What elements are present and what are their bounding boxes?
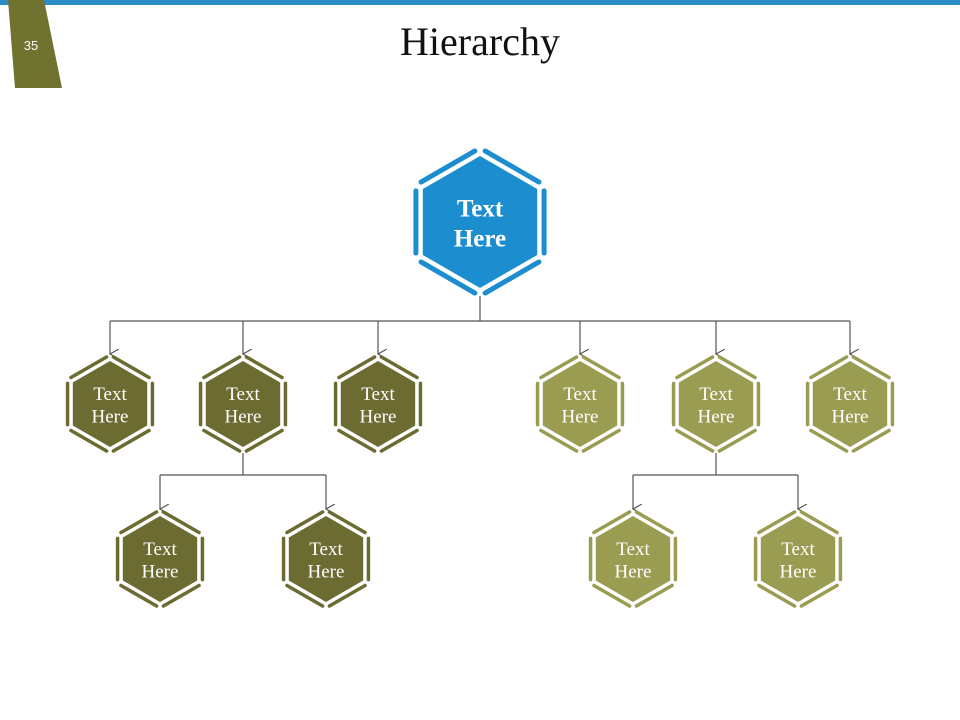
hexagon-ring-segment	[161, 583, 201, 608]
hexagon-ring-segment	[327, 510, 367, 535]
node-label-line2: Here	[360, 407, 397, 428]
hexagon-shape	[595, 516, 671, 602]
hexagon-shape	[812, 361, 888, 447]
node-label-line2: Here	[615, 562, 652, 583]
node-label-line1: Text	[361, 384, 395, 405]
hexagon-ring-segment	[418, 259, 478, 296]
node-group: TextHereTextHereTextHereTextHereTextHere…	[65, 148, 895, 608]
hexagon-shape	[72, 361, 148, 447]
hexagon-ring-segment	[244, 428, 284, 453]
node-label-line1: Text	[226, 384, 260, 405]
hexagon-ring-segment	[119, 510, 159, 535]
hexagon-ring-segment	[69, 428, 109, 453]
hexagon-ring-segment	[244, 355, 284, 380]
hexagon-ring-segment	[327, 583, 367, 608]
hexagon-shape	[542, 361, 618, 447]
hexagon-shape	[422, 156, 538, 288]
hexagon-ring-segment	[809, 355, 849, 380]
hexagon-ring-segment	[111, 355, 151, 380]
slide-number: 35	[23, 38, 39, 53]
node-label-line1: Text	[563, 384, 597, 405]
node-label-line1: Text	[309, 539, 343, 560]
hexagon-ring-segment	[757, 510, 797, 535]
hexagon-ring-segment	[111, 428, 151, 453]
hexagon-ring-segment	[581, 428, 621, 453]
hexagon-ring-segment	[675, 428, 715, 453]
hexagon-ring-segment	[799, 583, 839, 608]
node-label-line2: Here	[780, 562, 817, 583]
hexagon-ring-segment	[539, 428, 579, 453]
node-label-line2: Here	[698, 407, 735, 428]
hexagon-ring-segment	[285, 510, 325, 535]
hexagon-shape	[678, 361, 754, 447]
hexagon-ring-segment	[337, 355, 377, 380]
node-label-line2: Here	[832, 407, 869, 428]
hexagon-ring-segment	[581, 355, 621, 380]
hexagon-ring-segment	[285, 583, 325, 608]
hexagon-ring-segment	[799, 510, 839, 535]
hexagon-ring-segment	[592, 510, 632, 535]
node-label-line2: Here	[454, 226, 506, 253]
hexagon-shape	[205, 361, 281, 447]
hexagon-shape	[122, 516, 198, 602]
hexagon-ring-segment	[717, 428, 757, 453]
node-label-line1: Text	[699, 384, 733, 405]
hexagon-ring-segment	[337, 428, 377, 453]
node-label-line2: Here	[142, 562, 179, 583]
hexagon-shape	[288, 516, 364, 602]
hexagon-ring-segment	[634, 510, 674, 535]
hexagon-ring-segment	[202, 428, 242, 453]
hexagon-ring-segment	[757, 583, 797, 608]
slide-title: Hierarchy	[400, 19, 560, 64]
hexagon-ring-segment	[379, 355, 419, 380]
hexagon-ring-segment	[539, 355, 579, 380]
hexagon-ring-segment	[418, 148, 478, 185]
hexagon-ring-segment	[69, 355, 109, 380]
hexagon-ring-segment	[161, 510, 201, 535]
hexagon-ring-segment	[482, 259, 542, 296]
node-label-line2: Here	[92, 407, 129, 428]
node-label-line1: Text	[781, 539, 815, 560]
hexagon-shape	[760, 516, 836, 602]
hexagon-ring-segment	[809, 428, 849, 453]
hexagon-shape	[340, 361, 416, 447]
node-label-line1: Text	[143, 539, 177, 560]
node-label-line2: Here	[225, 407, 262, 428]
hexagon-ring-segment	[634, 583, 674, 608]
top-accent-bar	[0, 0, 960, 5]
node-label-line1: Text	[616, 539, 650, 560]
node-label-line1: Text	[457, 196, 504, 223]
hexagon-ring-segment	[379, 428, 419, 453]
hexagon-ring-segment	[482, 148, 542, 185]
node-label-line1: Text	[833, 384, 867, 405]
hexagon-ring-segment	[119, 583, 159, 608]
hexagon-ring-segment	[851, 428, 891, 453]
slide-tab-shape	[8, 0, 62, 88]
node-label-line2: Here	[562, 407, 599, 428]
hexagon-ring-segment	[592, 583, 632, 608]
hexagon-ring-segment	[851, 355, 891, 380]
hexagon-ring-segment	[675, 355, 715, 380]
slide-number-tab	[8, 0, 62, 88]
hexagon-ring-segment	[202, 355, 242, 380]
node-label-line1: Text	[93, 384, 127, 405]
hexagon-ring-segment	[717, 355, 757, 380]
connector-lines	[110, 296, 850, 509]
node-label-line2: Here	[308, 562, 345, 583]
